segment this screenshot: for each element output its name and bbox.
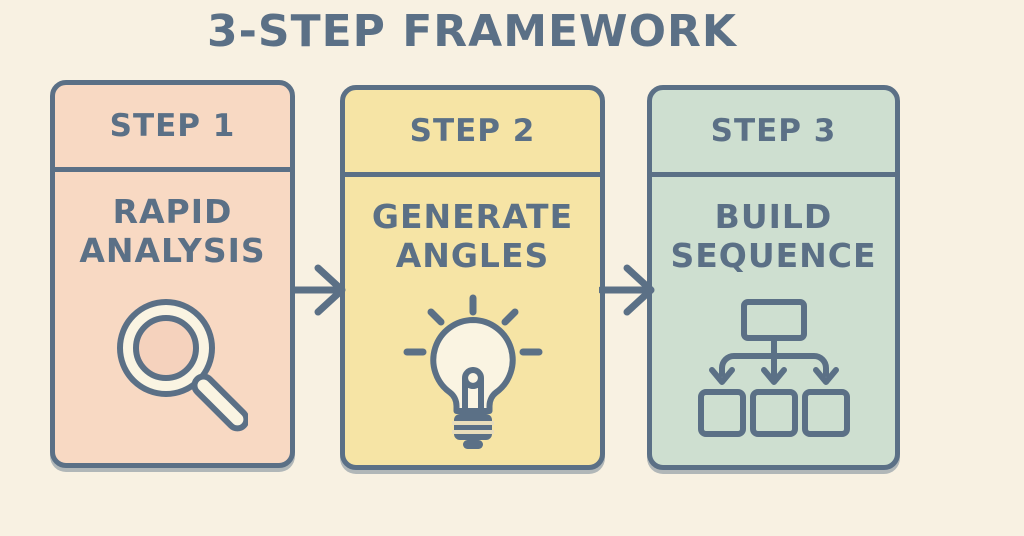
step3-body: BUILD SEQUENCE <box>652 177 895 465</box>
step3-name: BUILD SEQUENCE <box>670 197 876 275</box>
step3-header: STEP 3 <box>652 90 895 177</box>
step2-card: STEP 2 GENERATE ANGLES <box>340 85 605 470</box>
step3-card: STEP 3 BUILD SEQUENCE <box>647 85 900 470</box>
step2-body: GENERATE ANGLES <box>345 177 600 465</box>
step1-card: STEP 1 RAPID ANALYSIS <box>50 80 295 468</box>
step1-name-line2: ANALYSIS <box>79 231 266 270</box>
lightbulb-icon <box>393 275 553 465</box>
step1-name: RAPID ANALYSIS <box>79 192 265 270</box>
step1-body: RAPID ANALYSIS <box>55 172 290 463</box>
step3-name-line1: BUILD <box>714 197 833 236</box>
step1-name-line1: RAPID <box>112 192 233 231</box>
arrow-step1-to-step2 <box>288 258 350 326</box>
arrow-step2-to-step3 <box>597 258 659 326</box>
page-title: 3-STEP FRAMEWORK <box>207 6 737 57</box>
step2-name-line1: GENERATE <box>371 197 574 236</box>
step2-name-line2: ANGLES <box>395 236 550 275</box>
step2-header: STEP 2 <box>345 90 600 177</box>
step3-name-line2: SEQUENCE <box>670 236 877 275</box>
step1-header: STEP 1 <box>55 85 290 172</box>
hierarchy-icon <box>694 275 854 465</box>
step2-name: GENERATE ANGLES <box>372 197 573 275</box>
magnifier-icon <box>98 270 248 463</box>
